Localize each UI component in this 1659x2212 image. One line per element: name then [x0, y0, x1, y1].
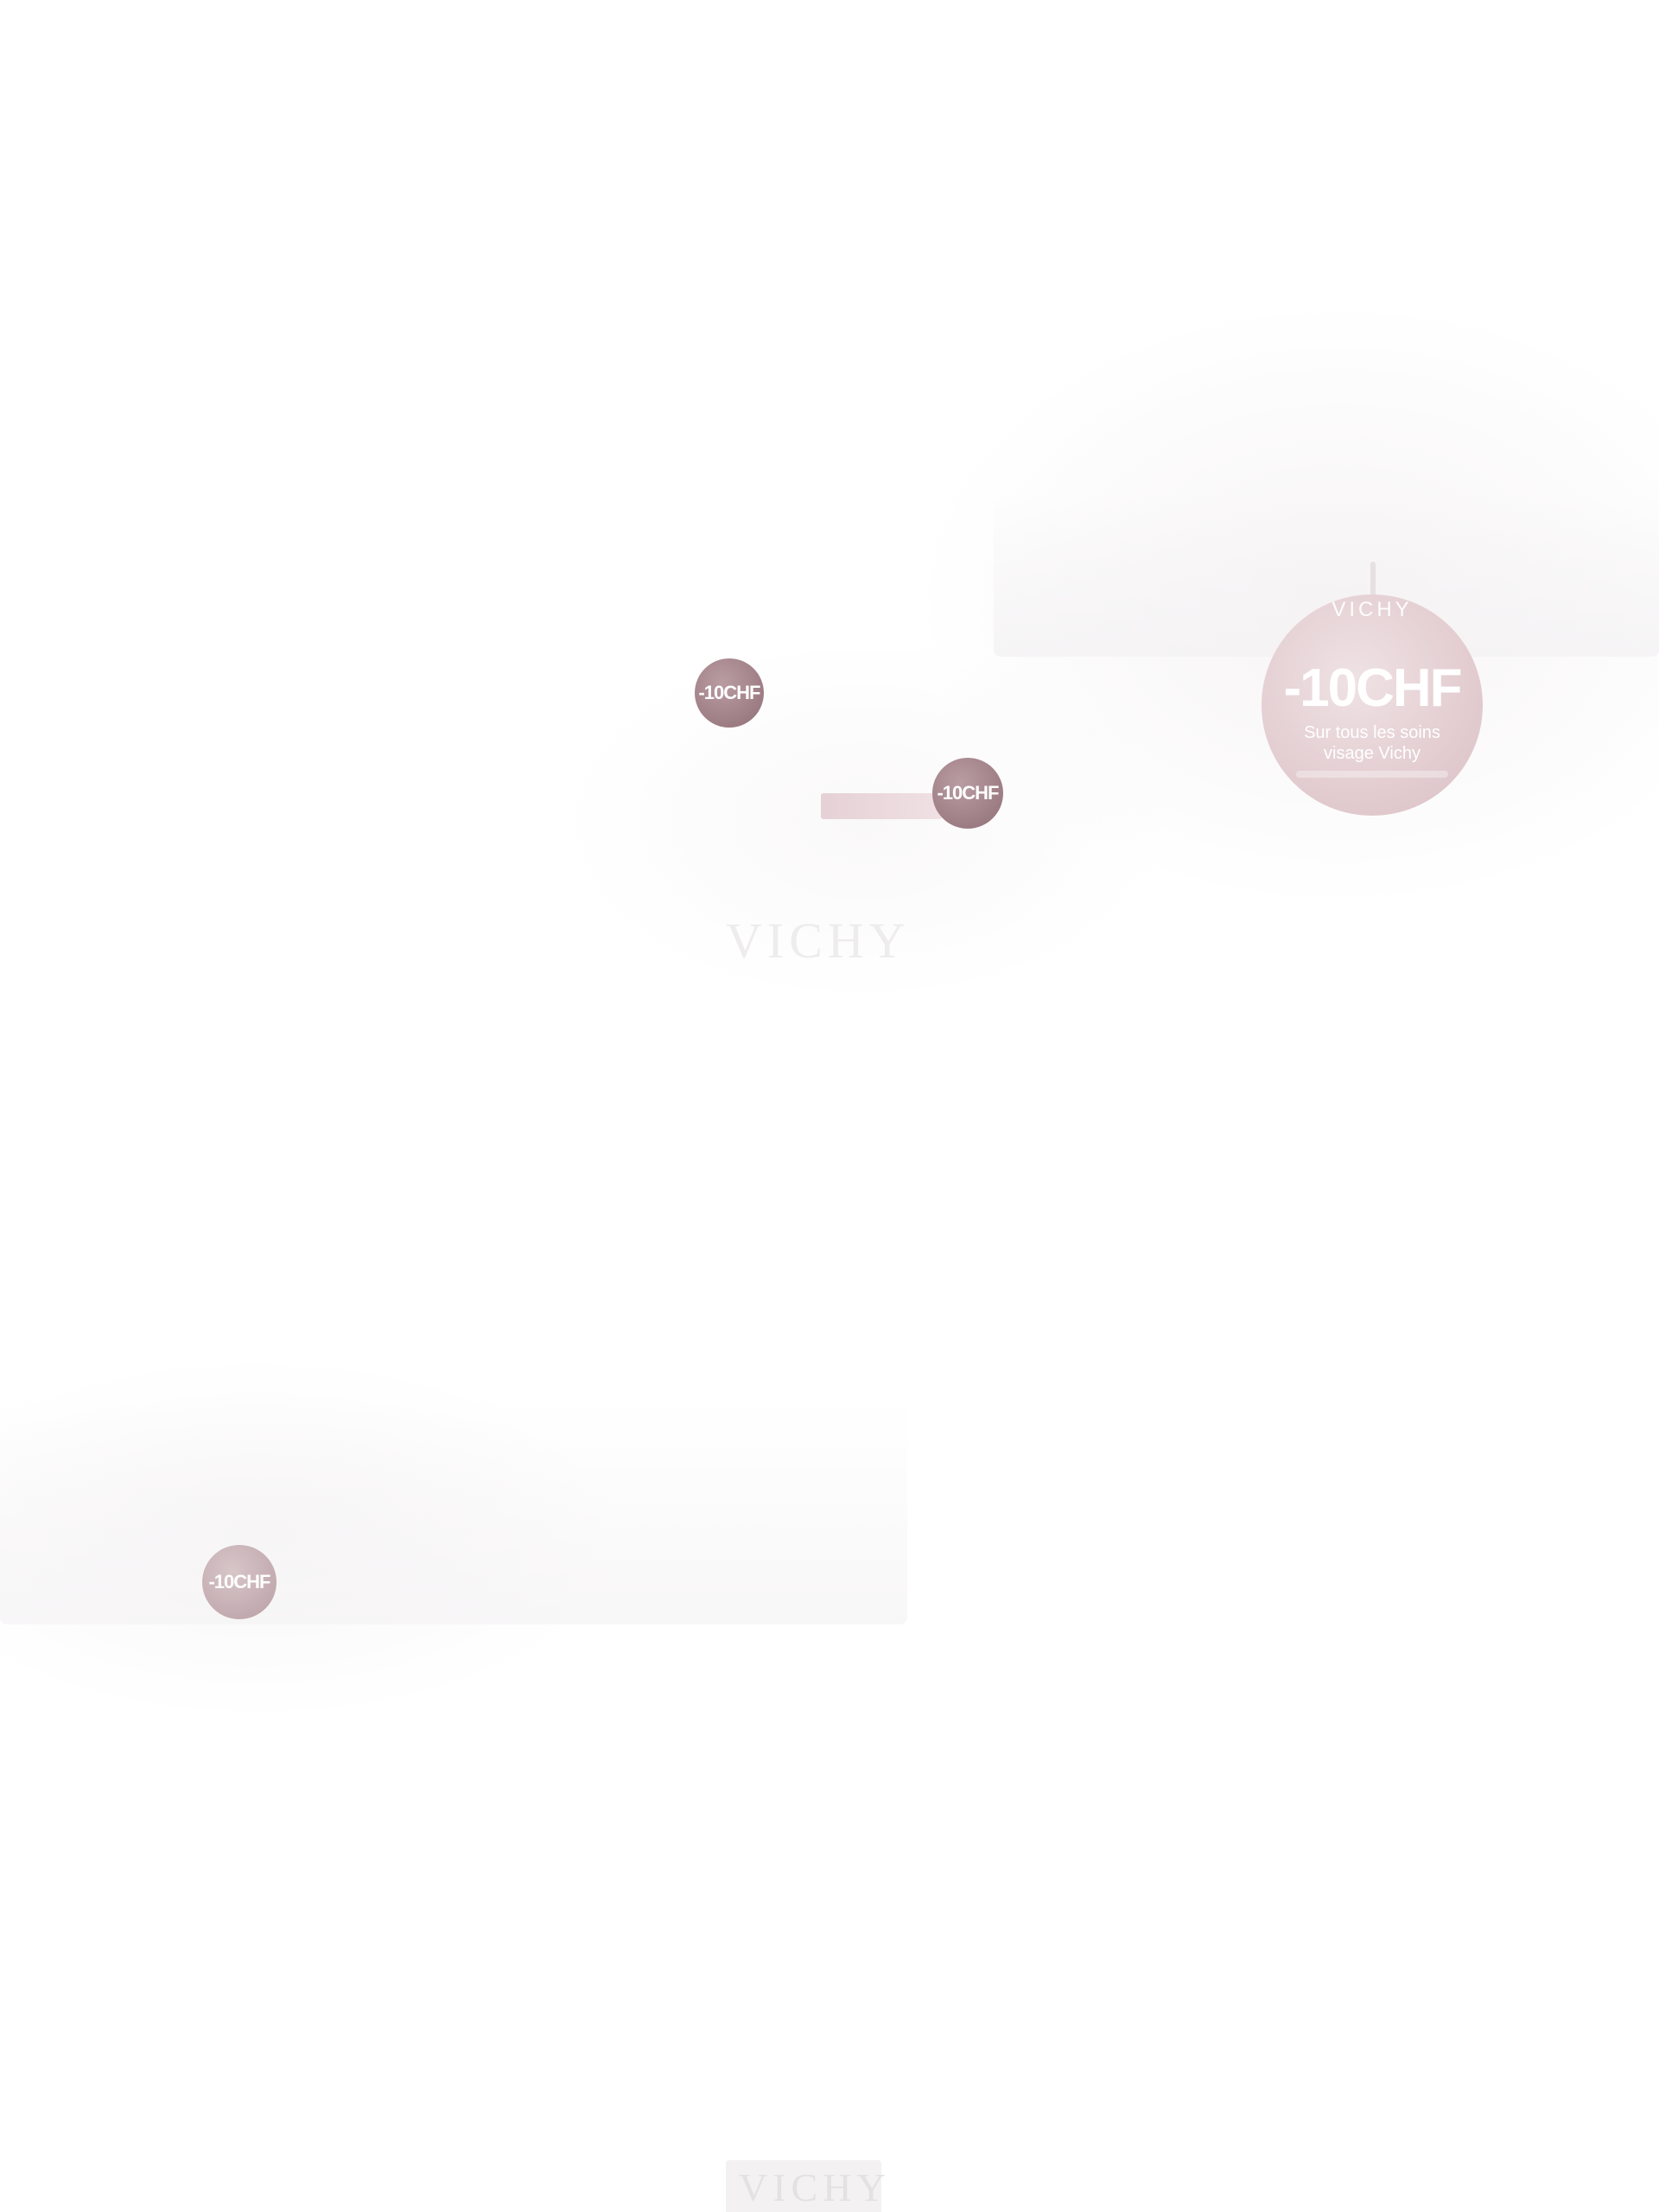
promo-subtitle: Sur tous les soins visage Vichy [1304, 723, 1440, 763]
badge-hanger-stem [1370, 562, 1376, 603]
promo-fine-print [1296, 771, 1448, 778]
small-badge-amount: -10CHF [208, 1571, 270, 1592]
promo-brand: VICHY [1332, 598, 1413, 621]
bottom-display-base [726, 2160, 881, 2212]
small-badge-amount: -10CHF [698, 682, 760, 703]
bottom-brand-logo: VICHY [739, 2165, 891, 2209]
promo-amount: -10CHF [1283, 658, 1462, 718]
small-promo-badge: -10CHF [695, 658, 764, 728]
small-badge-amount: -10CHF [937, 782, 999, 804]
shelf-brand-logo: VICHY [726, 912, 911, 969]
small-promo-badge: -10CHF [202, 1545, 276, 1619]
shelf-price-tag [821, 793, 942, 819]
small-promo-badge: -10CHF [932, 758, 1003, 829]
large-promo-badge: VICHY -10CHF Sur tous les soins visage V… [1262, 594, 1483, 816]
middle-shelf-area [0, 1400, 907, 1624]
